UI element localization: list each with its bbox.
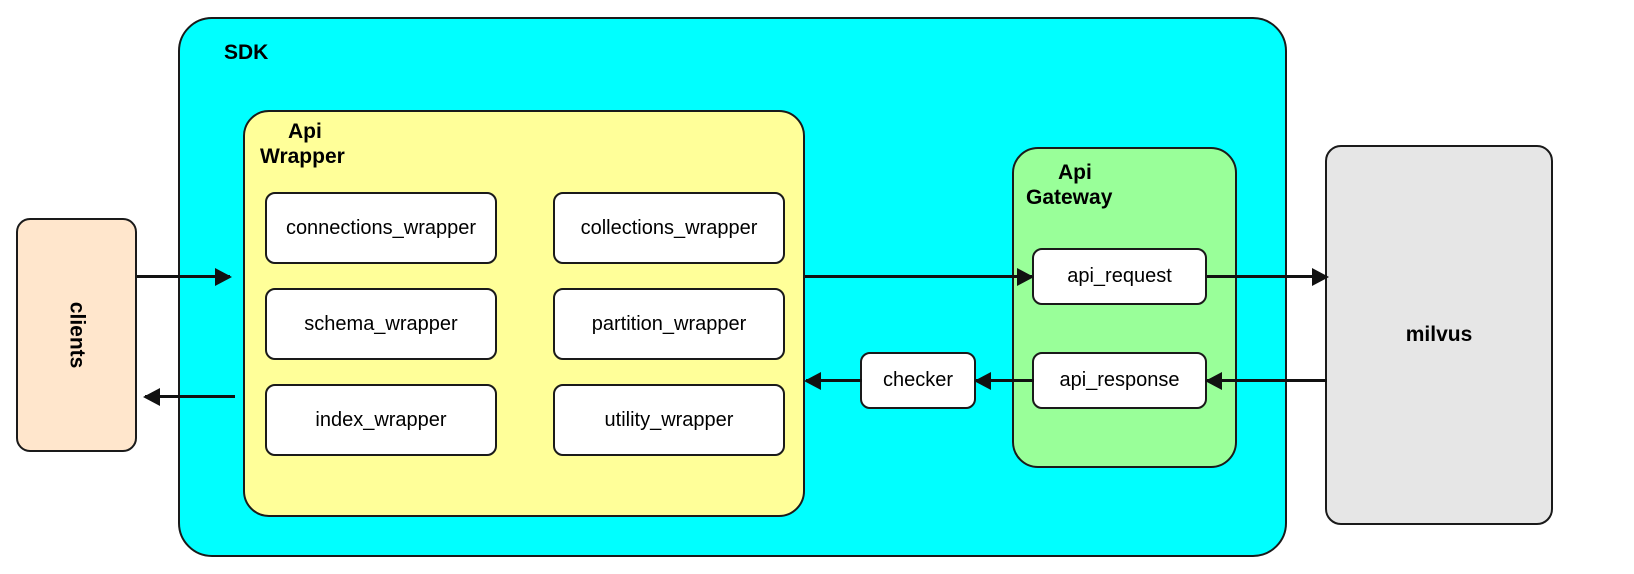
api-gateway-label-line2: Gateway — [1026, 185, 1113, 209]
module-label: connections_wrapper — [285, 216, 477, 239]
arrow-checker-to-api-wrapper-icon — [806, 379, 862, 382]
module-label: schema_wrapper — [304, 312, 458, 335]
module-utility-wrapper[interactable]: utility_wrapper — [553, 384, 785, 456]
checker-node[interactable]: checker — [860, 352, 976, 409]
module-label: index_wrapper — [315, 408, 447, 431]
arrow-milvus-to-api-gateway-icon — [1207, 379, 1327, 382]
module-connections-wrapper[interactable]: connections_wrapper — [265, 192, 497, 264]
api-wrapper-label-line1: Api — [288, 120, 322, 143]
module-index-wrapper[interactable]: index_wrapper — [265, 384, 497, 456]
clients-node[interactable]: clients — [16, 218, 137, 452]
module-api-request[interactable]: api_request — [1032, 248, 1207, 305]
api-gateway-label-line1: Api — [1058, 161, 1092, 184]
arrow-clients-to-api-wrapper-icon — [137, 275, 230, 278]
arrow-api-wrapper-to-api-gateway-icon — [805, 275, 1032, 278]
module-label: api_response — [1059, 369, 1180, 391]
checker-label: checker — [882, 369, 954, 391]
milvus-label: milvus — [1405, 322, 1473, 346]
api-wrapper-label-line2: Wrapper — [260, 144, 345, 168]
module-label: collections_wrapper — [580, 216, 758, 239]
sdk-label: SDK — [224, 41, 269, 64]
arrow-api-gateway-to-milvus-icon — [1207, 275, 1327, 278]
module-label: partition_wrapper — [591, 312, 747, 335]
module-partition-wrapper[interactable]: partition_wrapper — [553, 288, 785, 360]
milvus-node[interactable]: milvus — [1325, 145, 1553, 525]
clients-label: clients — [65, 301, 89, 369]
module-collections-wrapper[interactable]: collections_wrapper — [553, 192, 785, 264]
module-label: api_request — [1067, 265, 1172, 287]
arrow-api-wrapper-to-clients-icon — [145, 395, 235, 398]
module-schema-wrapper[interactable]: schema_wrapper — [265, 288, 497, 360]
arrow-api-response-to-checker-icon — [976, 379, 1034, 382]
module-label: utility_wrapper — [604, 408, 734, 431]
module-api-response[interactable]: api_response — [1032, 352, 1207, 409]
